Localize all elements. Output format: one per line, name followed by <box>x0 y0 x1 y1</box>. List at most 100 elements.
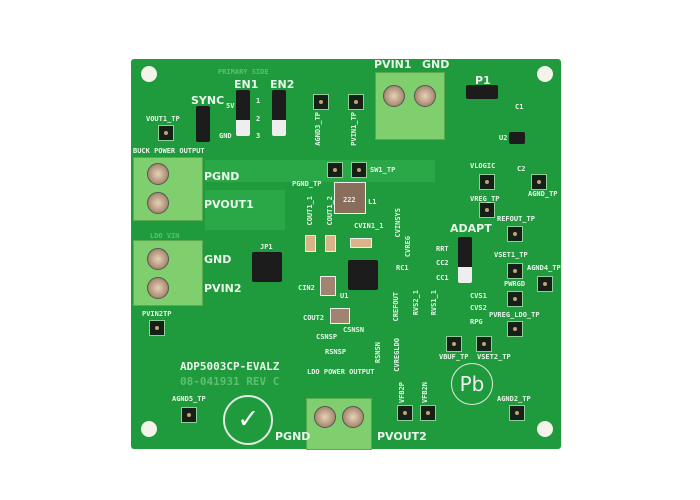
test-point[interactable] <box>479 202 495 218</box>
screw-icon <box>383 85 405 107</box>
rrt-label: RRT <box>436 245 449 253</box>
screw-icon <box>147 163 169 185</box>
screw-icon <box>147 277 169 299</box>
cvs2-label: CVS2 <box>470 304 487 312</box>
test-point[interactable] <box>507 291 523 307</box>
pin-2-label: 2 <box>256 115 261 123</box>
test-point[interactable] <box>351 162 367 178</box>
jp1-jumper[interactable] <box>252 252 282 282</box>
gnd-label: GND <box>422 58 450 71</box>
cvregldo-label: CVREGLDO <box>393 338 401 372</box>
mounting-hole <box>141 421 157 437</box>
capacitor <box>305 235 316 252</box>
csnsp-label: CSNSP <box>316 333 338 341</box>
pgnd1-label: PGND <box>204 170 240 183</box>
adapt-label: ADAPT <box>450 222 492 235</box>
test-point[interactable] <box>476 336 492 352</box>
ldo-vin-label: LDO VIN <box>150 232 180 240</box>
capacitor <box>320 276 336 296</box>
pwrgd-label: PWRGD <box>504 280 526 288</box>
rvs2-label: RVS2_1 <box>412 290 420 316</box>
gnd-jumper-label: GND <box>219 132 232 140</box>
terminal-buck-output[interactable] <box>133 157 203 221</box>
cc1-label: CC1 <box>436 274 449 282</box>
en2-jumper[interactable] <box>272 90 286 136</box>
rc1-label: RC1 <box>396 264 409 272</box>
side-label: PRIMARY SIDE <box>218 68 269 76</box>
cvreg-label: CVREG <box>404 236 412 258</box>
mounting-hole <box>141 66 157 82</box>
revision-label: 08-041931 REV C <box>180 375 280 388</box>
pb-free-logo: Pb <box>451 363 493 405</box>
buck-output-label: BUCK POWER OUTPUT <box>133 147 205 155</box>
test-point[interactable] <box>509 405 525 421</box>
vset1-tp-label: VSET1_TP <box>494 251 528 259</box>
c2-label: C2 <box>517 165 526 173</box>
pvreg-ldo-tp-label: PVREG_LDO_TP <box>489 311 540 319</box>
test-point[interactable] <box>327 162 343 178</box>
ldo-output-label: LDO POWER OUTPUT <box>307 368 375 376</box>
terminal-ldo-vin[interactable] <box>133 240 203 306</box>
copper-trace <box>205 160 435 182</box>
cvs1-label: CVS1 <box>470 292 487 300</box>
test-point[interactable] <box>397 405 413 421</box>
sw1-tp-label: SW1_TP <box>370 166 396 174</box>
test-point[interactable] <box>158 125 174 141</box>
agnd3-tp-label: AGND3_TP <box>314 112 322 146</box>
test-point[interactable] <box>531 174 547 190</box>
screw-icon <box>414 85 436 107</box>
screw-icon <box>147 248 169 270</box>
test-point[interactable] <box>507 263 523 279</box>
en1-label: EN1 <box>234 78 259 91</box>
test-point[interactable] <box>537 276 553 292</box>
vfb2p-label: VFB2P <box>398 382 406 404</box>
mounting-hole <box>537 66 553 82</box>
adapt-jumper[interactable] <box>458 237 472 283</box>
gnd2-label: GND <box>204 253 232 266</box>
en1-jumper[interactable] <box>236 90 250 136</box>
test-point[interactable] <box>507 226 523 242</box>
pgnd-tp-label: PGND_TP <box>292 180 322 188</box>
p1-jumper[interactable] <box>466 85 498 99</box>
test-point[interactable] <box>149 320 165 336</box>
pvin1-label: PVIN1 <box>374 58 412 71</box>
sync-jumper[interactable] <box>196 106 210 142</box>
p1-label: P1 <box>475 74 491 87</box>
csnsn-label: CSNSN <box>343 326 365 334</box>
pin-1-label: 1 <box>256 97 261 105</box>
vout1-tp-label: VOUT1_TP <box>146 115 180 123</box>
test-point[interactable] <box>181 407 197 423</box>
vreg-tp-label: VREG_TP <box>470 195 500 203</box>
pvout2-label: PVOUT2 <box>377 430 427 443</box>
cvinsys-label: CVINSYS <box>394 208 402 238</box>
vlogic-label: VLOGIC <box>470 162 496 170</box>
pvout1-label: PVOUT1 <box>204 198 254 211</box>
test-point[interactable] <box>479 174 495 190</box>
rohs-logo: ✓ <box>223 395 273 445</box>
test-point[interactable] <box>507 321 523 337</box>
rpg-label: RPG <box>470 318 483 326</box>
test-point[interactable] <box>446 336 462 352</box>
inductor-l1 <box>334 182 366 214</box>
vbuf-tp-label: VBUF_TP <box>439 353 469 361</box>
test-point[interactable] <box>313 94 329 110</box>
refout-tp-label: REFOUT_TP <box>497 215 535 223</box>
pgnd2-label: PGND <box>275 430 311 443</box>
rsnsp-label: RSNSP <box>325 348 347 356</box>
cc2-label: CC2 <box>436 259 449 267</box>
u2-ic <box>509 132 525 144</box>
cvin1-1-label: CVIN1_1 <box>354 222 384 230</box>
jp1-label: JP1 <box>260 243 273 251</box>
cout1-2-label: COUT1_2 <box>326 196 334 226</box>
crefout-label: CREFOUT <box>392 292 400 322</box>
agnd5-tp-label: AGND5_TP <box>172 395 206 403</box>
test-point[interactable] <box>420 405 436 421</box>
cout2-label: COUT2 <box>303 314 325 322</box>
pvin2-label: PVIN2 <box>204 282 242 295</box>
screw-icon <box>147 192 169 214</box>
terminal-pvin1[interactable] <box>375 72 445 140</box>
u1-label: U1 <box>340 292 349 300</box>
test-point[interactable] <box>348 94 364 110</box>
capacitor <box>350 238 372 248</box>
inductor-marking: 222 <box>343 196 356 204</box>
